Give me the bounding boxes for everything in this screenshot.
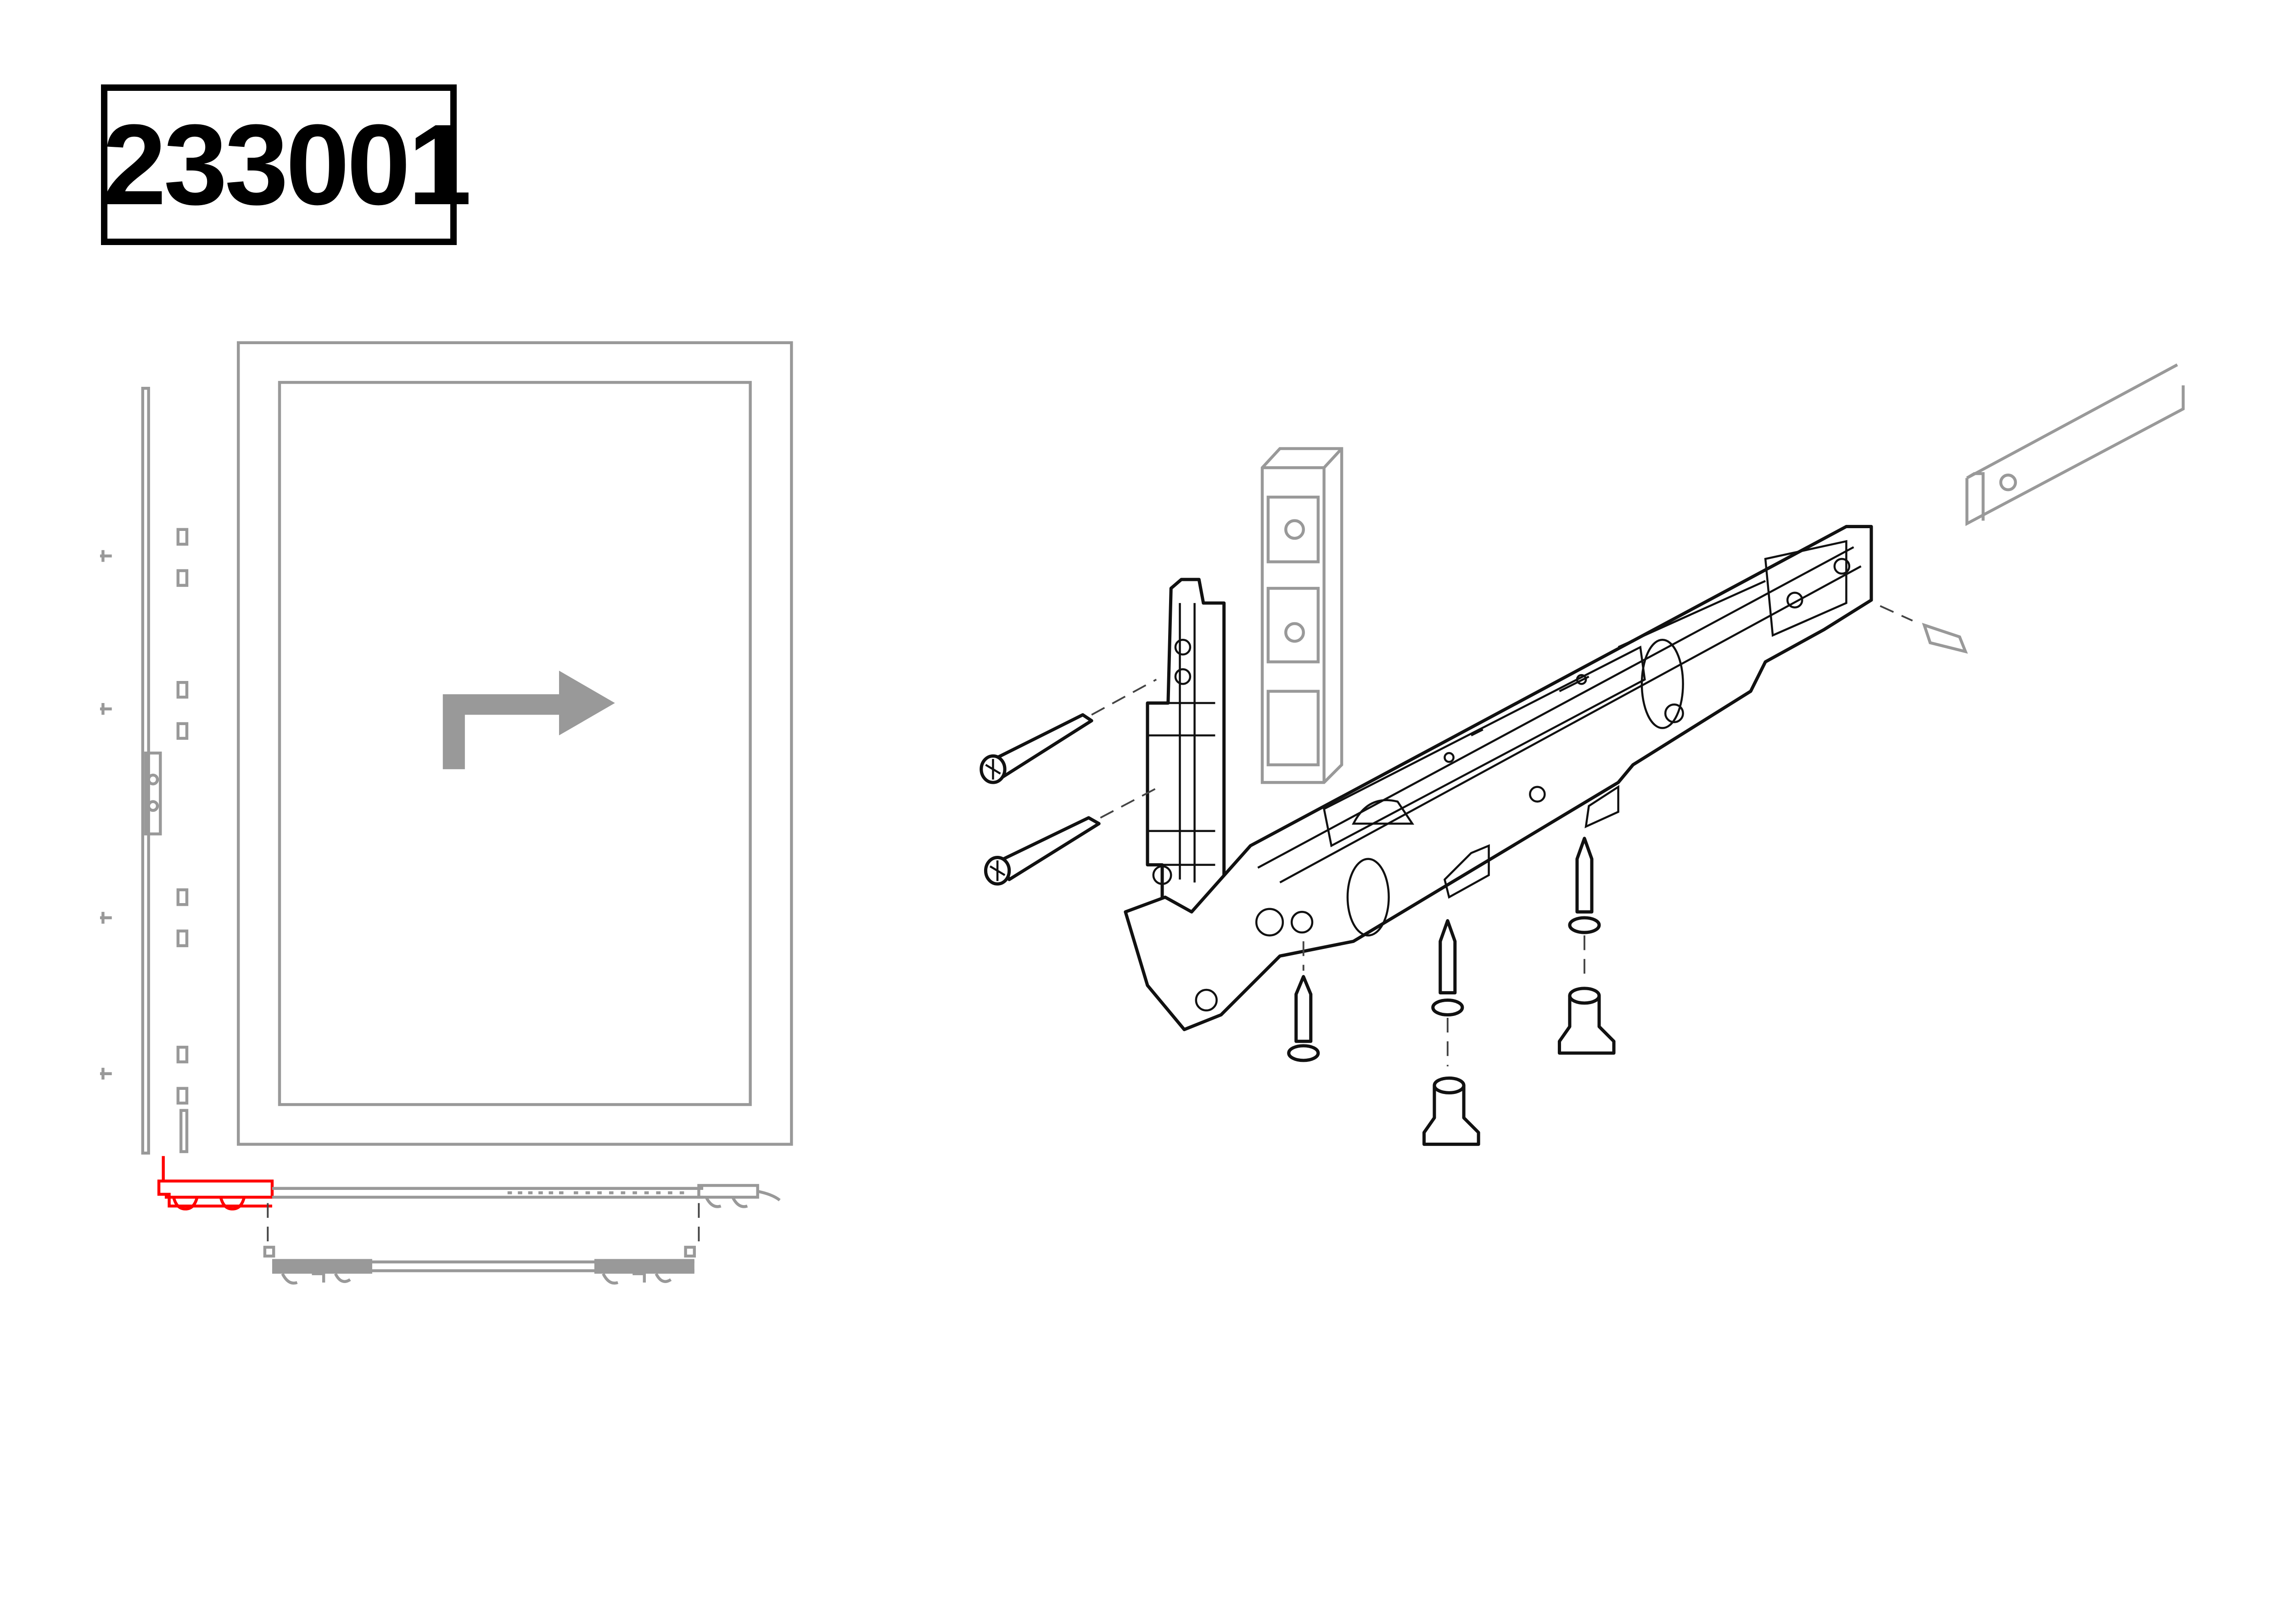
drawing-sheet: 233001 [100,84,2185,1285]
horizontal-stay-arm [1124,525,1873,1032]
hardware-diagram [100,341,2185,1285]
bottom-rail-assembly [263,1184,781,1285]
wood-screws-vertical [1287,837,1601,1066]
wood-screws-horizontal [980,679,1157,886]
fixing-bolts [1422,987,1616,1146]
connector-bar [1965,363,2185,526]
opening-direction-arrow-icon [442,670,615,770]
locking-pin [1880,605,1968,654]
article-number: 233001 [102,100,471,229]
sash-frame-overview [237,341,793,1146]
spacer-block [1260,447,1343,784]
vertical-corner-bracket [1146,578,1226,928]
highlighted-corner-hinge [157,1156,274,1211]
vertical-espagnolette-rail [100,386,189,1155]
article-number-box: 233001 [101,84,472,245]
